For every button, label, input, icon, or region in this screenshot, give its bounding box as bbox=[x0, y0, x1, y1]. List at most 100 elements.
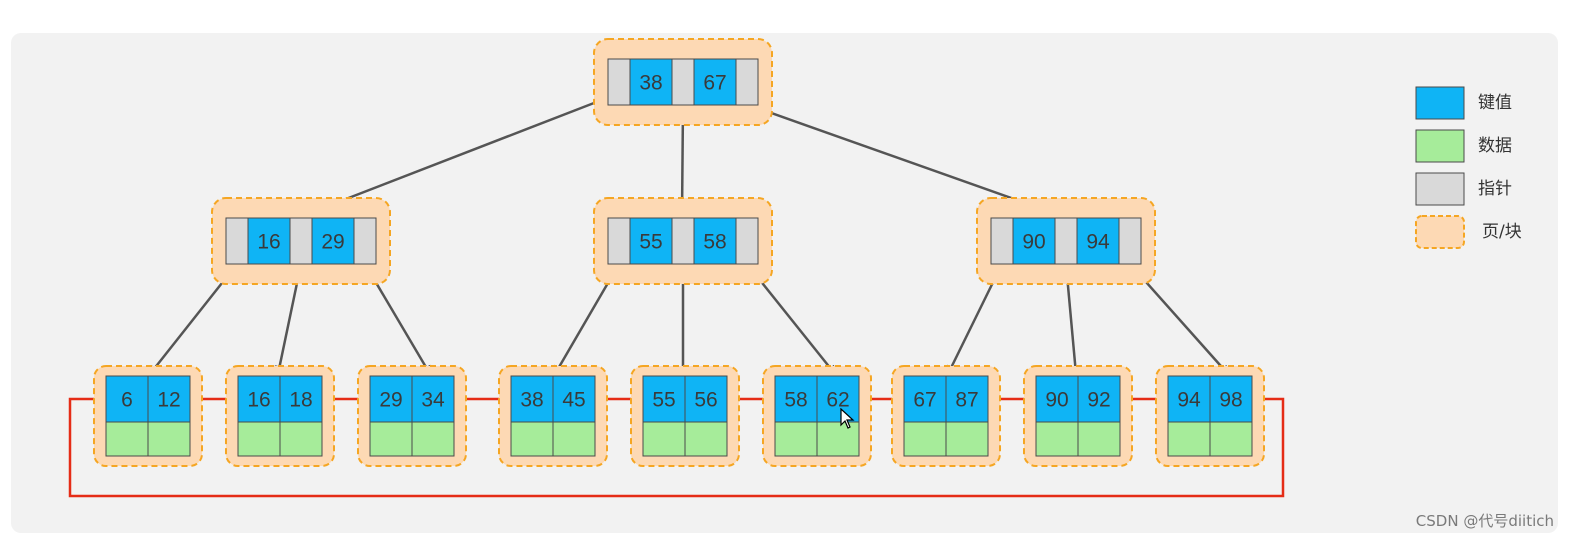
legend-label: 页/块 bbox=[1482, 222, 1522, 242]
key-label: 55 bbox=[639, 231, 662, 254]
data-cell bbox=[1167, 421, 1211, 457]
key-cell bbox=[1035, 375, 1079, 423]
data-cell bbox=[1077, 421, 1121, 457]
key-cell bbox=[105, 375, 149, 423]
key-cell bbox=[1076, 217, 1120, 265]
data-cell bbox=[237, 421, 281, 457]
leaf-node-3: 29 34 bbox=[357, 365, 467, 467]
key-label: 90 bbox=[1045, 389, 1068, 412]
key-label: 38 bbox=[520, 389, 543, 412]
legend-swatch bbox=[1415, 86, 1465, 120]
data-cell bbox=[1209, 421, 1253, 457]
key-label: 34 bbox=[421, 389, 445, 412]
pointer-cell bbox=[735, 58, 759, 106]
leaf-node-1: 6 12 bbox=[93, 365, 203, 467]
data-cell bbox=[1035, 421, 1079, 457]
internal-node-2: 55 58 bbox=[593, 197, 773, 285]
watermark: CSDN @代号diitich bbox=[1415, 512, 1554, 530]
pointer-cell bbox=[990, 217, 1014, 265]
leaf-wrap-link bbox=[68, 394, 1285, 498]
pointer-cell bbox=[1118, 217, 1142, 265]
key-label: 6 bbox=[121, 389, 133, 412]
leaf-node-5: 55 56 bbox=[630, 365, 740, 467]
data-cell bbox=[552, 421, 596, 457]
key-cell bbox=[247, 217, 291, 265]
key-label: 67 bbox=[913, 389, 936, 412]
pointer-cell bbox=[607, 58, 631, 106]
data-cell bbox=[369, 421, 413, 457]
key-label: 29 bbox=[379, 389, 402, 412]
key-label: 94 bbox=[1086, 231, 1110, 254]
pointer-cell bbox=[671, 217, 695, 265]
pointer-cell bbox=[289, 217, 313, 265]
key-cell bbox=[693, 58, 737, 106]
key-cell bbox=[147, 375, 191, 423]
pointer-cell bbox=[671, 58, 695, 106]
key-label: 67 bbox=[703, 72, 726, 95]
root-node: 38 67 bbox=[593, 38, 773, 126]
data-cell bbox=[642, 421, 686, 457]
pointer-cell bbox=[225, 217, 249, 265]
key-label: 18 bbox=[289, 389, 312, 412]
key-cell bbox=[816, 375, 860, 423]
key-label: 55 bbox=[652, 389, 675, 412]
legend-item: 指针 bbox=[1415, 172, 1512, 206]
data-cell bbox=[411, 421, 455, 457]
data-cell bbox=[945, 421, 989, 457]
legend-swatch bbox=[1415, 172, 1465, 206]
key-label: 16 bbox=[257, 231, 280, 254]
legend-item: 键值 bbox=[1415, 86, 1512, 120]
legend-item: 数据 bbox=[1415, 129, 1512, 163]
pointer-cell bbox=[353, 217, 377, 265]
data-cell bbox=[684, 421, 728, 457]
key-cell bbox=[369, 375, 413, 423]
key-cell bbox=[552, 375, 596, 423]
key-label: 56 bbox=[694, 389, 717, 412]
key-cell bbox=[684, 375, 728, 423]
leaf-node-8: 90 92 bbox=[1023, 365, 1133, 467]
legend-label: 指针 bbox=[1478, 179, 1512, 199]
legend-swatch bbox=[1415, 129, 1465, 163]
tree-edge bbox=[742, 101, 1064, 219]
data-cell bbox=[774, 421, 818, 457]
legend-label: 数据 bbox=[1478, 136, 1512, 156]
legend-swatch bbox=[1415, 215, 1465, 249]
key-label: 94 bbox=[1177, 389, 1201, 412]
key-label: 12 bbox=[157, 389, 180, 412]
key-cell bbox=[279, 375, 323, 423]
data-cell bbox=[510, 421, 554, 457]
data-cell bbox=[816, 421, 860, 457]
key-label: 92 bbox=[1087, 389, 1110, 412]
legend-label: 键值 bbox=[1478, 93, 1512, 113]
key-label: 16 bbox=[247, 389, 270, 412]
key-label: 38 bbox=[639, 72, 662, 95]
key-cell bbox=[774, 375, 818, 423]
data-cell bbox=[105, 421, 149, 457]
key-label: 45 bbox=[562, 389, 585, 412]
key-label: 62 bbox=[826, 389, 849, 412]
data-cell bbox=[903, 421, 947, 457]
leaf-node-4: 38 45 bbox=[498, 365, 608, 467]
data-cell bbox=[147, 421, 191, 457]
pointer-cell bbox=[735, 217, 759, 265]
key-cell bbox=[693, 217, 737, 265]
leaf-node-6: 58 62 bbox=[762, 365, 872, 467]
internal-node-3: 90 94 bbox=[976, 197, 1156, 285]
leaf-node-9: 94 98 bbox=[1155, 365, 1265, 467]
data-cell bbox=[279, 421, 323, 457]
key-cell bbox=[237, 375, 281, 423]
key-label: 87 bbox=[955, 389, 978, 412]
legend-item: 页/块 bbox=[1415, 215, 1522, 249]
key-label: 98 bbox=[1219, 389, 1242, 412]
key-label: 29 bbox=[321, 231, 344, 254]
mouse-cursor-icon bbox=[840, 408, 855, 429]
key-label: 90 bbox=[1022, 231, 1045, 254]
key-cell bbox=[1167, 375, 1211, 423]
key-label: 58 bbox=[784, 389, 807, 412]
key-label: 58 bbox=[703, 231, 726, 254]
